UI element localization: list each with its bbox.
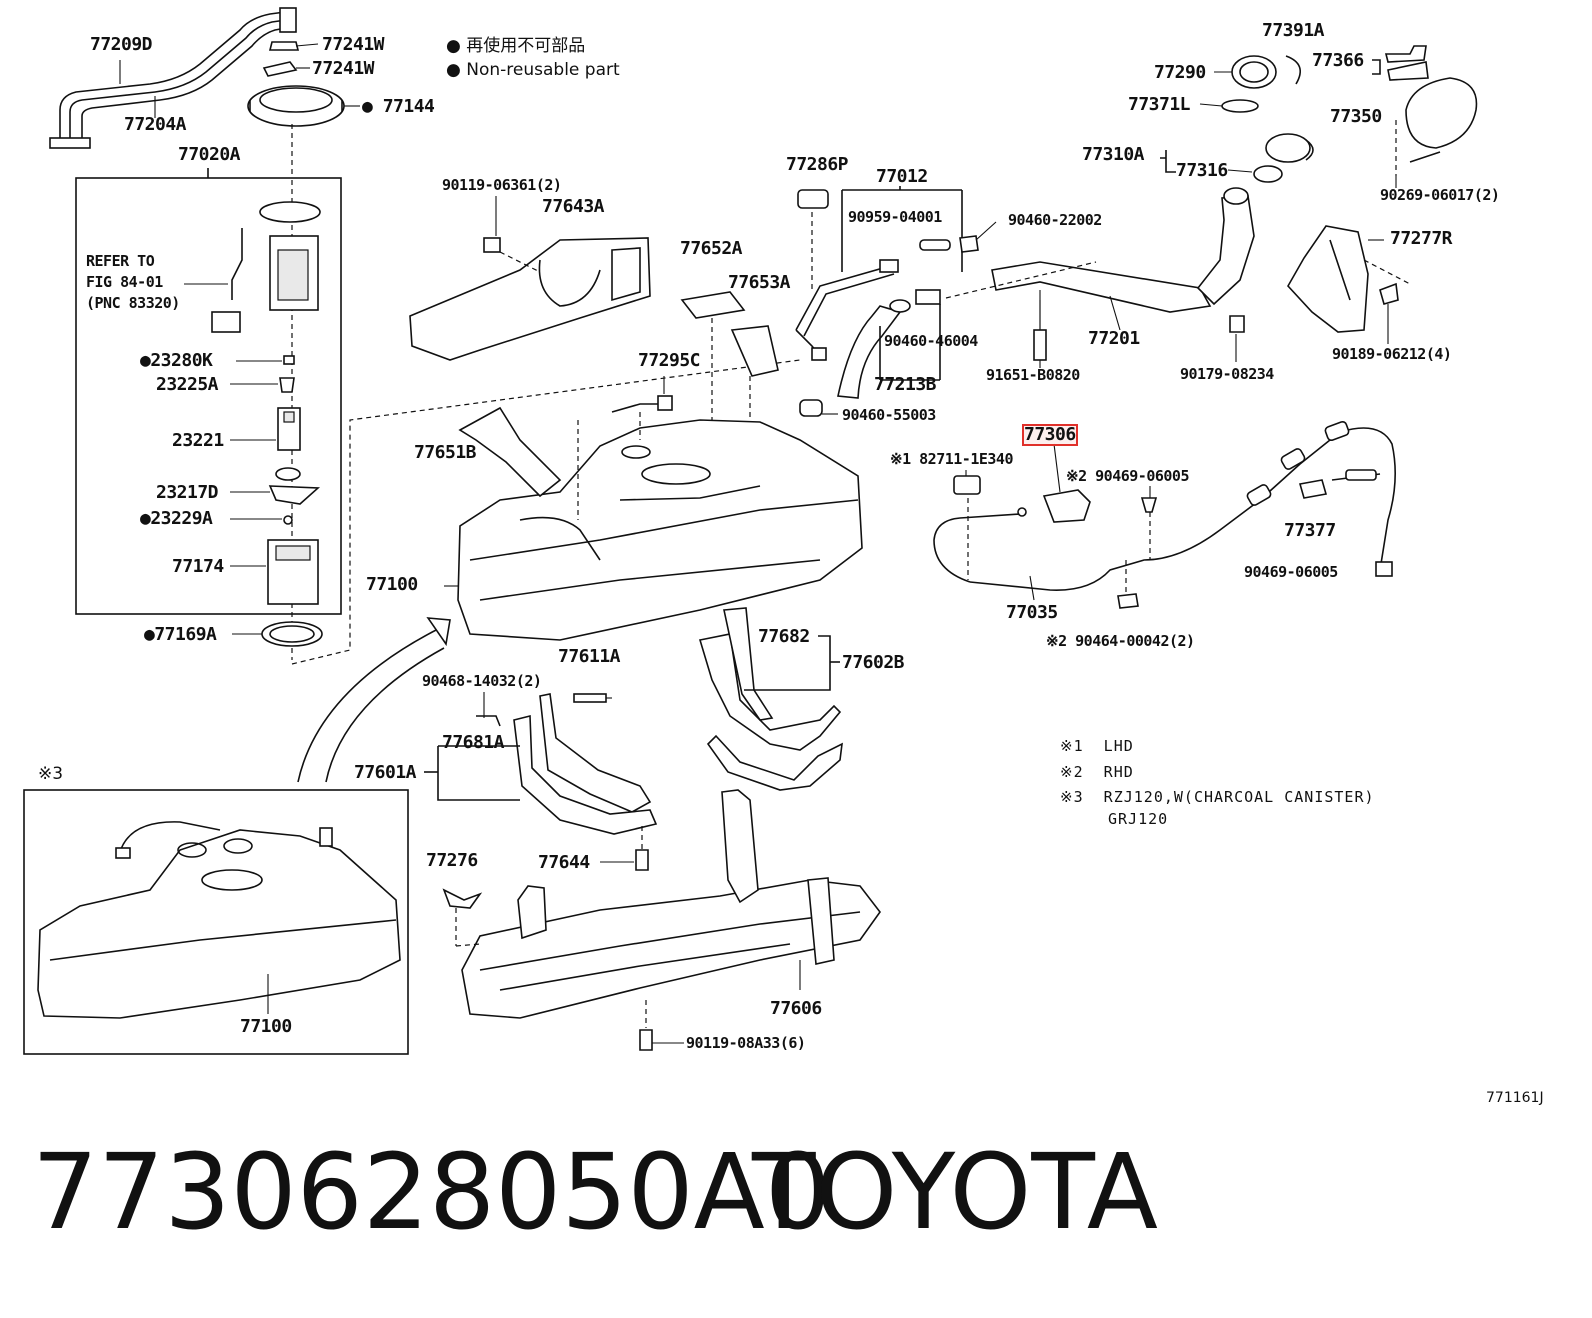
remark-1-text: LHD bbox=[1103, 737, 1134, 755]
label-77651b[interactable]: 77651B bbox=[414, 442, 477, 463]
remark-3-text: RZJ120,W(CHARCOAL CANISTER) bbox=[1103, 788, 1375, 806]
label-91651-b0820[interactable]: 91651-B0820 bbox=[986, 366, 1080, 384]
label-77682[interactable]: 77682 bbox=[758, 626, 810, 647]
label-77286p[interactable]: 77286P bbox=[786, 154, 849, 175]
label-77644[interactable]: 77644 bbox=[538, 852, 590, 873]
brand-name: TOYOTA bbox=[752, 1131, 1158, 1253]
label-77611a[interactable]: 77611A bbox=[558, 646, 621, 667]
remark-2: ※2 RHD bbox=[1060, 765, 1134, 780]
label-23217d[interactable]: 23217D bbox=[156, 482, 219, 503]
label-77100-main[interactable]: 77100 bbox=[366, 574, 418, 595]
label-23225a[interactable]: 23225A bbox=[156, 374, 219, 395]
label-77366[interactable]: 77366 bbox=[1312, 50, 1364, 71]
label-82711-1e340[interactable]: ※1 82711-1E340 bbox=[890, 450, 1013, 468]
label-77100-inset[interactable]: 77100 bbox=[240, 1016, 292, 1037]
label-77012[interactable]: 77012 bbox=[876, 166, 928, 187]
legend-en: ● Non-reusable part bbox=[446, 60, 620, 80]
label-90179-08234[interactable]: 90179-08234 bbox=[1180, 365, 1274, 383]
label-77652a[interactable]: 77652A bbox=[680, 238, 743, 259]
label-23280k[interactable]: ●23280K bbox=[140, 350, 213, 371]
refer-line3: (PNC 83320) bbox=[86, 294, 180, 312]
label-90959-04001[interactable]: 90959-04001 bbox=[848, 208, 942, 226]
label-90460-46004[interactable]: 90460-46004 bbox=[884, 332, 978, 350]
label-77201[interactable]: 77201 bbox=[1088, 328, 1140, 349]
label-77241w-a[interactable]: 77241W bbox=[322, 34, 385, 55]
label-77316[interactable]: 77316 bbox=[1176, 160, 1228, 181]
refer-line2: FIG 84-01 bbox=[86, 273, 163, 291]
remark-1: ※1 LHD bbox=[1060, 739, 1134, 754]
label-77602b[interactable]: 77602B bbox=[842, 652, 905, 673]
label-90468-14032[interactable]: 90468-14032(2) bbox=[422, 672, 542, 690]
label-77035[interactable]: 77035 bbox=[1006, 602, 1058, 623]
label-90269-06017[interactable]: 90269-06017(2) bbox=[1380, 186, 1500, 204]
label-23229a[interactable]: ●23229A bbox=[140, 508, 213, 529]
label-77653a[interactable]: 77653A bbox=[728, 272, 791, 293]
label-77371l[interactable]: 77371L bbox=[1128, 94, 1191, 115]
remark-2-text: RHD bbox=[1103, 763, 1134, 781]
label-90460-55003[interactable]: 90460-55003 bbox=[842, 406, 936, 424]
label-77377[interactable]: 77377 bbox=[1284, 520, 1336, 541]
label-77169a-text: 77169A bbox=[154, 624, 217, 645]
label-77350[interactable]: 77350 bbox=[1330, 106, 1382, 127]
label-90189-06212[interactable]: 90189-06212(4) bbox=[1332, 345, 1452, 363]
label-77391a[interactable]: 77391A bbox=[1262, 20, 1325, 41]
label-23229a-text: 23229A bbox=[150, 508, 213, 529]
label-23221[interactable]: 23221 bbox=[172, 430, 224, 451]
label-77213b[interactable]: 77213B bbox=[874, 374, 937, 395]
label-90469-06005-a[interactable]: ※2 90469-06005 bbox=[1066, 467, 1189, 485]
legend-en-text: Non-reusable part bbox=[466, 60, 620, 80]
label-90460-22002[interactable]: 90460-22002 bbox=[1008, 211, 1102, 229]
label-77310a[interactable]: 77310A bbox=[1082, 144, 1145, 165]
label-77643a[interactable]: 77643A bbox=[542, 196, 605, 217]
label-77306-highlighted[interactable]: 77306 bbox=[1022, 424, 1078, 446]
legend-jp-text: 再使用不可部品 bbox=[466, 36, 586, 56]
label-90119-08a33[interactable]: 90119-08A33(6) bbox=[686, 1034, 806, 1052]
label-77020a[interactable]: 77020A bbox=[178, 144, 241, 165]
label-77241w-b[interactable]: 77241W bbox=[312, 58, 375, 79]
label-77601a[interactable]: 77601A bbox=[354, 762, 417, 783]
label-77277r[interactable]: 77277R bbox=[1390, 228, 1453, 249]
inset-mark: ※3 bbox=[38, 764, 64, 784]
remark-4: GRJ120 bbox=[1108, 810, 1169, 828]
refer-line1: REFER TO bbox=[86, 252, 155, 270]
remark-2-mark: ※2 bbox=[1060, 763, 1084, 781]
label-77290[interactable]: 77290 bbox=[1154, 62, 1206, 83]
part-number: 7730628050A0 bbox=[32, 1131, 831, 1253]
remark-3: ※3 RZJ120,W(CHARCOAL CANISTER) bbox=[1060, 790, 1375, 805]
figure-code: 771161J bbox=[1486, 1090, 1544, 1106]
label-77606[interactable]: 77606 bbox=[770, 998, 822, 1019]
legend-jp: ● 再使用不可部品 bbox=[446, 36, 586, 56]
label-77144[interactable]: ● 77144 bbox=[362, 96, 435, 117]
label-90469-06005-b[interactable]: 90469-06005 bbox=[1244, 563, 1338, 581]
label-77144-text: 77144 bbox=[382, 96, 435, 117]
label-23280k-text: 23280K bbox=[150, 350, 213, 371]
label-77276[interactable]: 77276 bbox=[426, 850, 478, 871]
label-77681a[interactable]: 77681A bbox=[442, 732, 505, 753]
remark-3-mark: ※3 bbox=[1060, 788, 1084, 806]
label-77169a[interactable]: ●77169A bbox=[144, 624, 217, 645]
label-77209d[interactable]: 77209D bbox=[90, 34, 153, 55]
label-90464-00042[interactable]: ※2 90464-00042(2) bbox=[1046, 632, 1195, 650]
label-90119-06361[interactable]: 90119-06361(2) bbox=[442, 176, 562, 194]
label-77174[interactable]: 77174 bbox=[172, 556, 224, 577]
label-77204a[interactable]: 77204A bbox=[124, 114, 187, 135]
label-77295c[interactable]: 77295C bbox=[638, 350, 701, 371]
remark-1-mark: ※1 bbox=[1060, 737, 1084, 755]
